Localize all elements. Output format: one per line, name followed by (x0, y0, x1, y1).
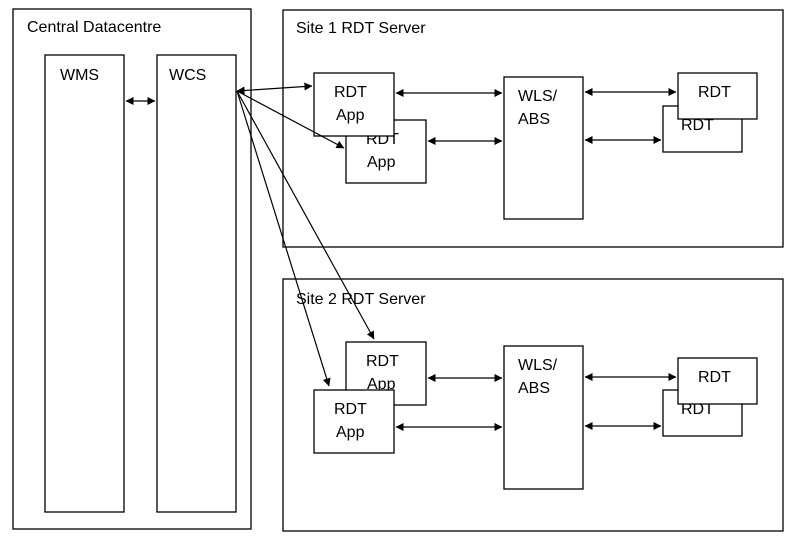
site1-wls-line2: ABS (518, 111, 550, 128)
site1-server: Site 1 RDT Server RDT App RDT App WLS/ A… (282, 9, 784, 248)
site2-app-a-line2: App (336, 424, 365, 441)
wms-box (44, 54, 125, 513)
link-wcs-site2-app-back (236, 90, 375, 340)
site1-app-a-line2: App (336, 107, 365, 124)
site1-app-b-line2: App (367, 154, 396, 171)
site2-wls-line1: WLS/ (518, 357, 558, 374)
site2-app-a-line1: RDT (334, 401, 367, 418)
site2-title: Site 2 RDT Server (296, 291, 426, 308)
site1-rdt-app-front (313, 72, 395, 137)
site1-rdt-back-label: RDT (681, 117, 714, 134)
site2-rdt-back-label: RDT (681, 401, 714, 418)
wms-label: WMS (60, 67, 99, 84)
site2-wls-abs (503, 345, 584, 490)
site1-rdt-terminal-front (677, 72, 758, 120)
link-wcs-site1-app-back (236, 90, 345, 149)
datacentre-title: Central Datacentre (27, 19, 161, 36)
site2-wls-line2: ABS (518, 380, 550, 397)
site2-rdt-front-label: RDT (698, 369, 731, 386)
wcs-label: WCS (169, 67, 206, 84)
site1-title: Site 1 RDT Server (296, 20, 426, 37)
site2-app-b-line1: RDT (366, 353, 399, 370)
site2-rdt-terminal-front (677, 357, 758, 405)
wcs-links (236, 82, 375, 387)
central-datacentre: Central Datacentre WMS WCS (12, 8, 252, 530)
wcs-box (156, 54, 237, 513)
site2-rdt-app-front (313, 389, 395, 454)
site2-server: Site 2 RDT Server RDT App RDT App WLS/ A… (282, 278, 784, 532)
site1-app-a-line1: RDT (334, 84, 367, 101)
link-wcs-site1-app-front (236, 82, 313, 95)
site1-wls-line1: WLS/ (518, 88, 558, 105)
site2-app-b-line2: App (367, 376, 396, 393)
site1-rdt-front-label: RDT (698, 84, 731, 101)
link-wcs-site2-app-front (236, 90, 331, 387)
site1-wls-abs (503, 76, 584, 220)
